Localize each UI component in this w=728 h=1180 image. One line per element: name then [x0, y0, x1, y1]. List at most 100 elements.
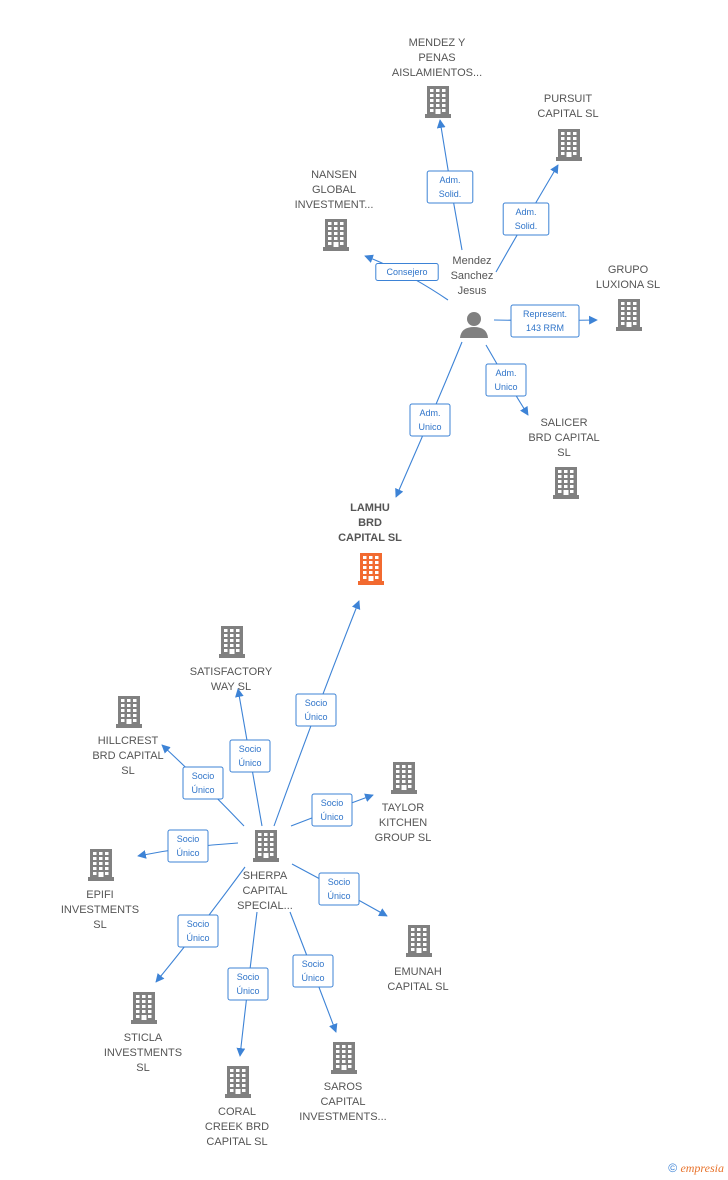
node-salicer[interactable]: SALICER BRD CAPITAL SL [528, 417, 600, 499]
node-label-line: PURSUIT [544, 93, 593, 105]
node-label-line: BRD CAPITAL [92, 750, 163, 762]
edge-label-text: Único [327, 891, 350, 901]
company-building-icon [131, 992, 157, 1024]
node-label-line: CAPITAL [320, 1096, 365, 1108]
edge-label-text: Consejero [386, 267, 427, 277]
node-label-line: KITCHEN [379, 817, 427, 829]
edge-label-text: Adm. [495, 368, 516, 378]
node-label-line: SATISFACTORY [190, 666, 273, 678]
node-label-line: SL [557, 447, 570, 459]
node-label-line: INVESTMENTS [61, 904, 139, 916]
node-label-line: INVESTMENTS [104, 1047, 182, 1059]
edge-label-text: Socio [305, 698, 328, 708]
node-label-line: CAPITAL SL [387, 981, 448, 993]
node-mendez_penas[interactable]: MENDEZ YPENASAISLAMIENTOS... [392, 37, 482, 118]
node-label-line: GLOBAL [312, 184, 356, 196]
node-label-line: GROUP SL [375, 832, 432, 844]
edge-label-text: Único [301, 973, 324, 983]
node-label-line: SAROS [324, 1081, 363, 1093]
edge-label-text: Único [238, 758, 261, 768]
edge-label-text: Socio [187, 919, 210, 929]
edge-label-box[interactable] [227, 967, 269, 1001]
main-company-icon [358, 553, 384, 585]
node-label-line: BRD [358, 517, 382, 529]
company-building-icon [616, 299, 642, 331]
footer-brand[interactable]: © empresia [668, 1161, 724, 1176]
node-label-line: EMUNAH [394, 966, 442, 978]
node-label-line: LUXIONA SL [596, 279, 660, 291]
edge-person-to-lamhu: Adm.Unico [395, 341, 463, 498]
edge-label-text: Socio [321, 798, 344, 808]
node-label-line: AISLAMIENTOS... [392, 67, 482, 79]
edge-label-box[interactable] [292, 954, 334, 988]
edge-label-text: Único [186, 933, 209, 943]
edge-label-text: Socio [237, 972, 260, 982]
edge-label-text: Socio [192, 771, 215, 781]
node-label-line: WAY SL [211, 681, 251, 693]
node-saros[interactable]: SAROS CAPITAL INVESTMENTS... [299, 1042, 387, 1123]
node-label-line: Mendez [452, 255, 491, 267]
edge-label-text: Adm. [515, 207, 536, 217]
node-sherpa[interactable]: SHERPACAPITALSPECIAL... [237, 830, 293, 912]
edge-label-text: Solid. [439, 189, 462, 199]
node-label-line: SALICER [540, 417, 587, 429]
node-label-line: LAMHU [350, 502, 390, 514]
edge-label-box[interactable] [295, 693, 337, 727]
edge-label-box[interactable] [182, 766, 224, 800]
brand-initial: e [680, 1161, 686, 1175]
edge-label-box[interactable] [485, 363, 527, 397]
edge-label-box[interactable] [502, 202, 550, 236]
company-building-icon [391, 762, 417, 794]
node-label-line: GRUPO [608, 264, 649, 276]
node-label-line: SL [121, 765, 134, 777]
node-label-line: BRD CAPITAL [528, 432, 599, 444]
node-nansen[interactable]: NANSENGLOBALINVESTMENT... [295, 169, 374, 251]
edge-label-text: Socio [302, 959, 325, 969]
edge-label-text: Socio [239, 744, 262, 754]
node-label-line: EPIFI [86, 889, 114, 901]
edge-label-box[interactable] [177, 914, 219, 948]
edge-label-box[interactable] [167, 829, 209, 863]
node-label-line: INVESTMENT... [295, 199, 374, 211]
edge-label-box[interactable] [229, 739, 271, 773]
edge-person-to-pursuit: Adm.Solid. [495, 164, 559, 273]
node-label-line: TAYLOR [382, 802, 424, 814]
node-taylor[interactable]: TAYLOR KITCHEN GROUP SL [375, 762, 432, 844]
company-building-icon [253, 830, 279, 862]
company-building-icon [331, 1042, 357, 1074]
edge-label-text: Adm. [419, 408, 440, 418]
edge-label-box[interactable] [510, 304, 580, 338]
person-icon [460, 312, 488, 338]
node-grupo[interactable]: GRUPO LUXIONA SL [596, 264, 660, 331]
node-label-line: INVESTMENTS... [299, 1111, 386, 1123]
company-building-icon [116, 696, 142, 728]
node-emunah[interactable]: EMUNAH CAPITAL SL [387, 925, 449, 993]
brand-name: mpresia [685, 1161, 724, 1175]
edge-person-to-mendez_penas: Adm.Solid. [426, 119, 474, 251]
node-label-line: SL [136, 1062, 149, 1074]
node-label-line: CAPITAL SL [206, 1136, 267, 1148]
edge-label-box[interactable] [426, 170, 474, 204]
node-satisfactory[interactable]: SATISFACTORY WAY SL [190, 626, 273, 693]
edge-label-text: Socio [177, 834, 200, 844]
edge-label-box[interactable] [409, 403, 451, 437]
edge-label-box[interactable] [318, 872, 360, 906]
edge-person-to-nansen: Consejero [364, 254, 449, 301]
edge-label-box[interactable] [311, 793, 353, 827]
edge-label-box[interactable] [375, 263, 439, 281]
